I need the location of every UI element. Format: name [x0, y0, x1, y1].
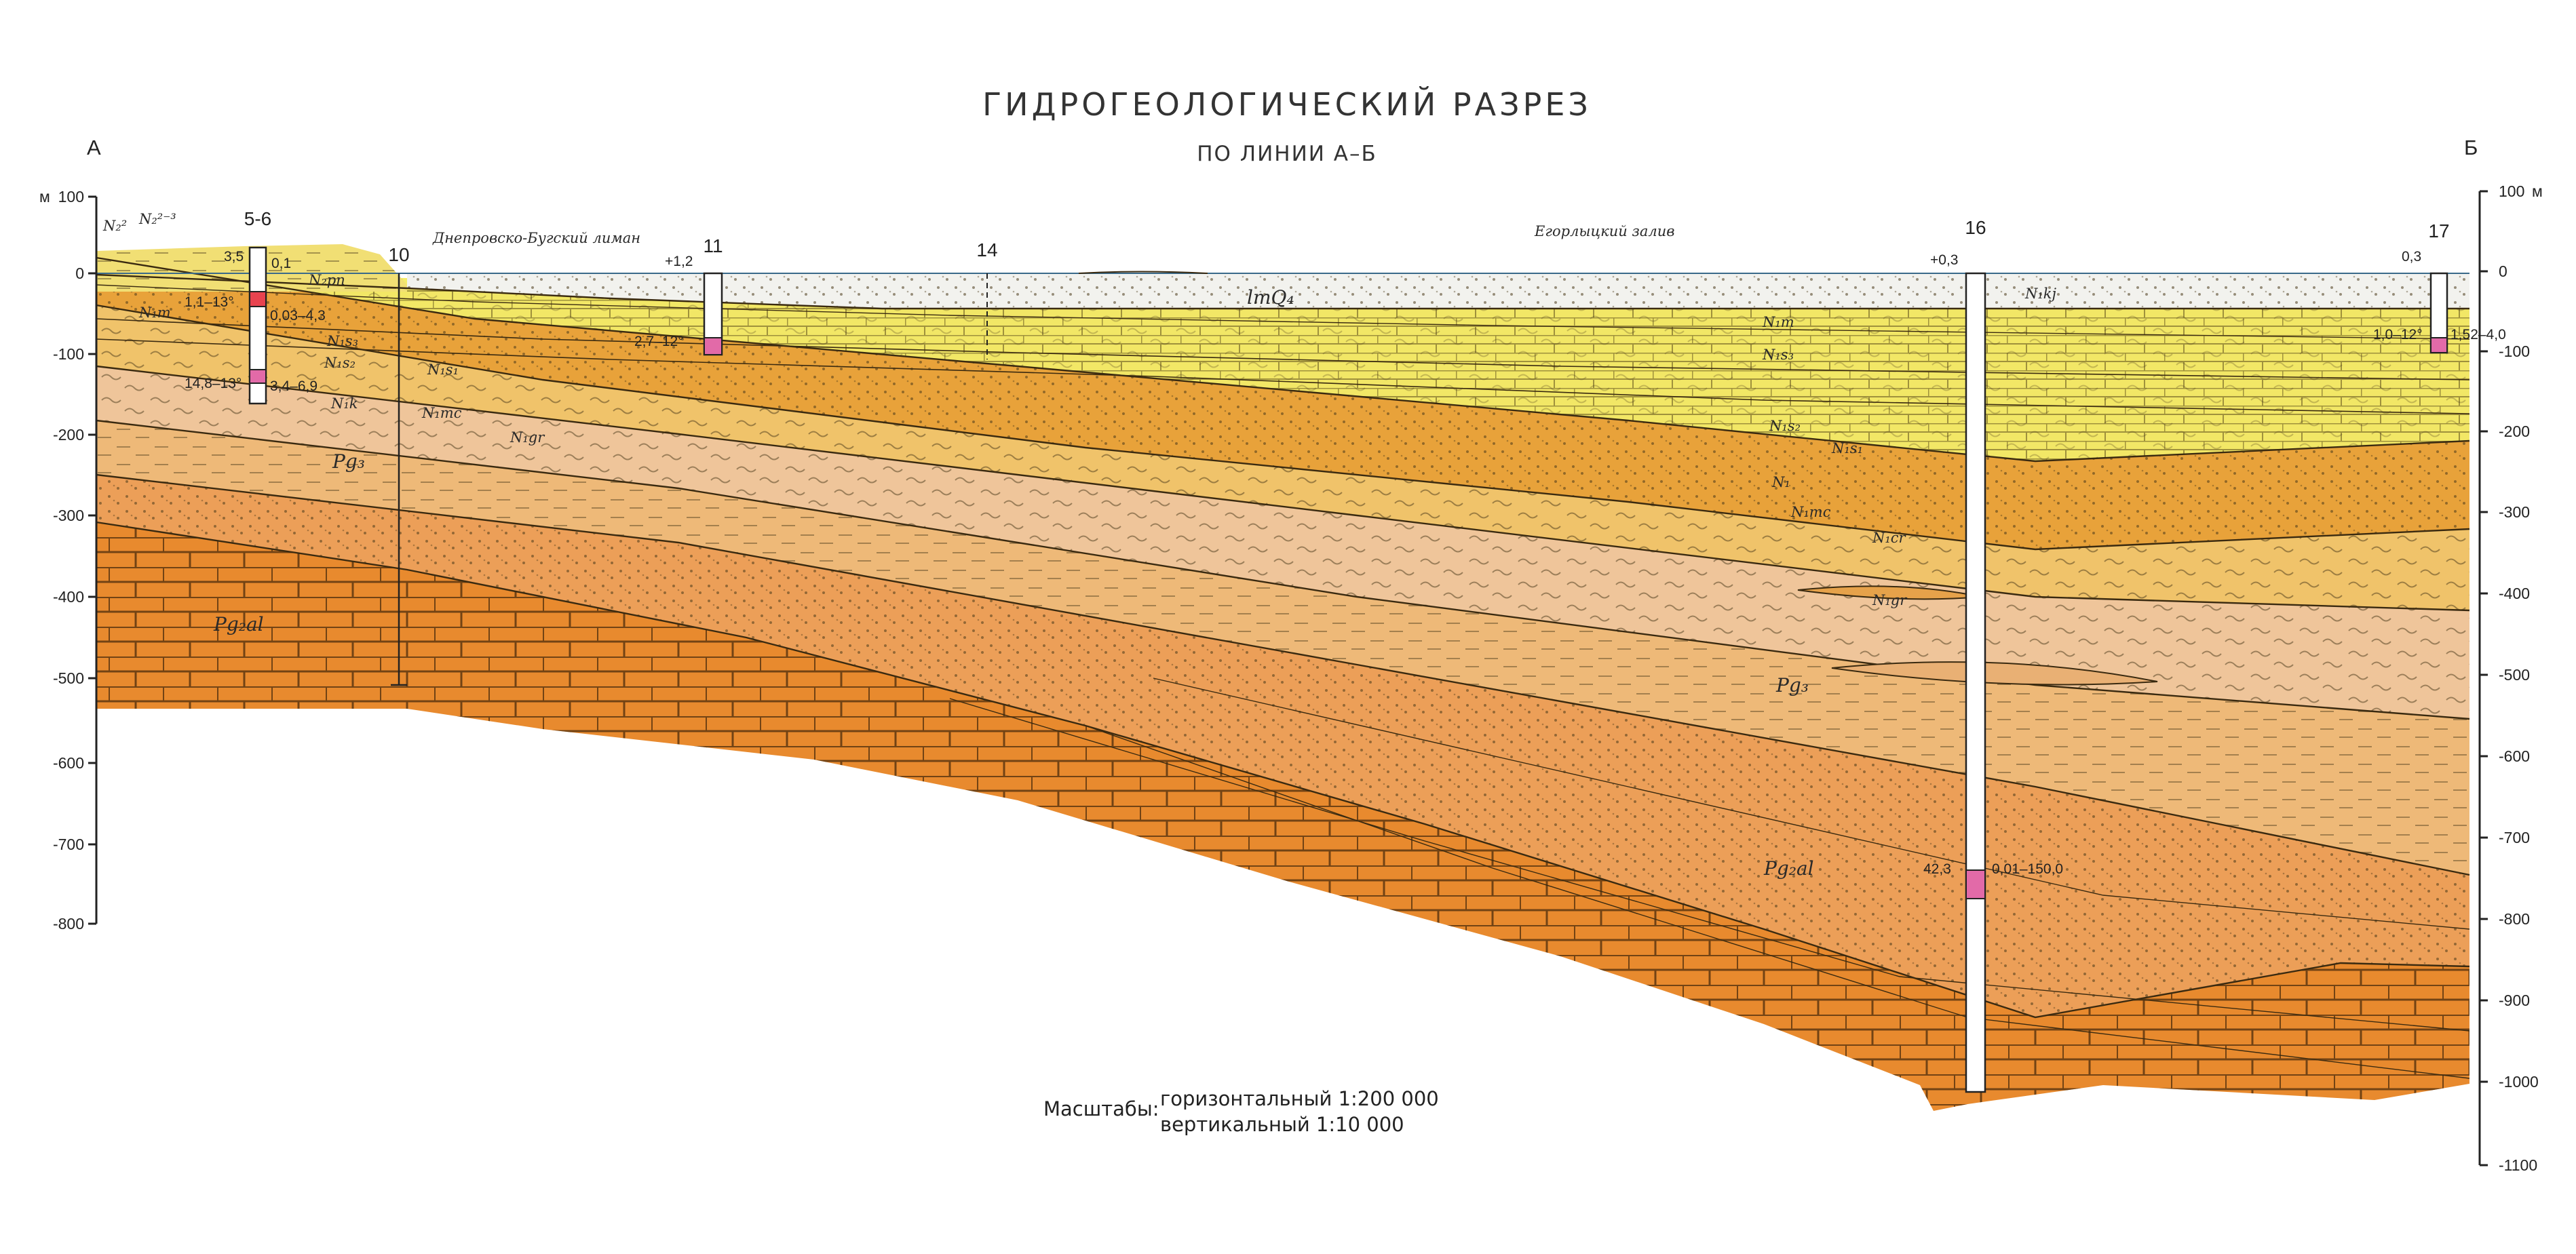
- left-axis-tick: -500: [53, 669, 84, 687]
- left-axis-tick: 100: [58, 188, 84, 205]
- stratum-label: N₁gr: [510, 429, 545, 446]
- stratum-label: N₁s₂: [324, 355, 355, 371]
- right-axis-tick: -1100: [2499, 1156, 2537, 1174]
- stratum-label: N₁s₂: [1769, 418, 1801, 434]
- liman-label: Днепровско-Бугский лиман: [432, 230, 640, 246]
- well-value: 0,1: [271, 256, 291, 271]
- well-head: +1,2: [665, 254, 693, 269]
- stratum-label: N₁cr: [1872, 530, 1907, 546]
- section-title: ГИДРОГЕОЛОГИЧЕСКИЙ РАЗРЕЗ: [982, 86, 1592, 123]
- stratum-label: N₁s₁: [1831, 440, 1863, 456]
- stratum-label: Pg₃: [332, 450, 365, 473]
- stratum-label: N₁mc: [421, 405, 462, 421]
- well-head: 0,3: [2402, 249, 2421, 264]
- right-axis-tick: -200: [2499, 423, 2530, 440]
- stratum-label: lmQ₄: [1247, 286, 1294, 309]
- well-value: 1,1–13°: [185, 294, 234, 310]
- stratum-label: N₁s₃: [1762, 347, 1794, 363]
- right-depth-axis: 100 м 0 -100 -200 -300 -400 -500 -600 -7…: [2478, 182, 2543, 1174]
- well-value: 2,7–12°: [634, 334, 684, 349]
- well-head: +0,3: [1930, 252, 1958, 268]
- well-label: 16: [1965, 217, 1986, 238]
- well-value: 0,01–150,0: [1992, 861, 2063, 877]
- layer-boundaries: [96, 256, 2470, 1079]
- stratum-label: N₂²⁻³: [138, 211, 176, 227]
- well-label: 11: [703, 235, 723, 256]
- stratum-label: N₁m: [1762, 314, 1794, 330]
- section-subtitle: ПО ЛИНИИ А–Б: [1197, 142, 1377, 166]
- well-label: 17: [2428, 220, 2449, 241]
- well-value: 42,3: [1923, 861, 1951, 877]
- right-axis-tick: 100: [2499, 182, 2524, 200]
- stratum-label: N₁k: [330, 395, 358, 412]
- strata-labels: N₂² N₂²⁻³ N₂pn N₁m N₁s₃ N₁s₂ N₁s₁ N₁k N₁…: [102, 211, 2057, 880]
- left-axis-tick: 0: [75, 264, 84, 282]
- left-axis-tick: -600: [53, 754, 84, 772]
- right-axis-tick: -500: [2499, 666, 2530, 684]
- left-axis-unit: м: [39, 188, 50, 205]
- well-11: 11 +1,2: [665, 235, 723, 356]
- right-axis-unit: м: [2532, 182, 2543, 200]
- endpoint-right: Б: [2464, 136, 2478, 159]
- left-axis-tick: -100: [53, 345, 84, 363]
- stratum-label: Pg₂al: [1763, 857, 1814, 880]
- stratum-label: Pg₂al: [213, 613, 264, 635]
- well-label: 5-6: [244, 208, 271, 229]
- stratum-label: N₁mc: [1790, 504, 1831, 520]
- well-value: 3,4–6,9: [270, 378, 318, 394]
- stratum-label: N₁s₃: [326, 333, 358, 349]
- left-axis-tick: -700: [53, 836, 84, 853]
- right-axis-tick: -700: [2499, 829, 2530, 846]
- right-axis-tick: -800: [2499, 910, 2530, 928]
- stratum-label: N₁kj: [2024, 286, 2057, 302]
- well-value: 14,8–13°: [185, 376, 242, 391]
- stratum-label: N₂²: [102, 218, 127, 234]
- scale-legend: Масштабы: горизонтальный 1:200 000 верти…: [1043, 1087, 1439, 1136]
- stratum-label: N₂pn: [308, 272, 345, 288]
- well-value: 1,0–12°: [2373, 327, 2423, 342]
- left-depth-axis: м 100 0 -100 -200 -300 -400 -500 -600 -7…: [39, 188, 98, 933]
- well-value: 0,03–4,3: [270, 308, 326, 324]
- stratum-label: N₁s₁: [427, 361, 459, 378]
- left-axis-tick: -800: [53, 915, 84, 933]
- well-14: 14: [976, 239, 998, 359]
- right-axis-tick: -100: [2499, 342, 2530, 360]
- stratum-label: N₁: [1771, 474, 1790, 490]
- stratum-label: Pg₃: [1775, 674, 1809, 697]
- scale-label: Масштабы:: [1043, 1097, 1159, 1120]
- well-label: 14: [976, 239, 997, 260]
- left-axis-tick: -200: [53, 426, 84, 444]
- well-10: 10: [388, 244, 410, 686]
- stratum-label: N₁gr: [1872, 592, 1908, 608]
- right-axis-tick: -400: [2499, 585, 2530, 602]
- right-axis-tick: -900: [2499, 992, 2530, 1009]
- well-5-6: 5-6 3,5: [224, 208, 271, 405]
- well-17: 17 0,3: [2402, 220, 2450, 354]
- right-axis-tick: -600: [2499, 747, 2530, 765]
- bay-label: Егорлыцкий залив: [1534, 223, 1675, 239]
- well-head: 3,5: [224, 249, 244, 264]
- lens-pg3: [1831, 661, 2158, 686]
- left-axis-tick: -300: [53, 507, 84, 524]
- scale-vertical: вертикальный 1:10 000: [1160, 1113, 1404, 1136]
- endpoint-left: А: [87, 136, 101, 159]
- well-value: 1,52–4,0: [2450, 327, 2506, 342]
- right-axis-tick: -1000: [2499, 1073, 2539, 1091]
- right-axis-tick: 0: [2499, 262, 2507, 280]
- left-axis-tick: -400: [53, 588, 84, 606]
- well-16: 16 +0,3: [1930, 217, 1986, 1093]
- right-axis-tick: -300: [2499, 503, 2530, 521]
- stratum-label: N₁m: [138, 305, 171, 321]
- well-label: 10: [388, 244, 409, 265]
- scale-horizontal: горизонтальный 1:200 000: [1160, 1087, 1439, 1110]
